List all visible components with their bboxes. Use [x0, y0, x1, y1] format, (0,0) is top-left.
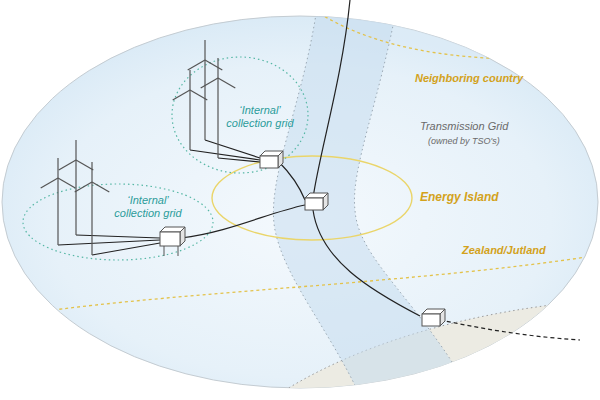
cable	[205, 140, 260, 158]
substation-box	[422, 309, 445, 326]
energy-island-outline	[212, 156, 412, 240]
cable	[218, 158, 260, 162]
label-holder: ‘Internal’ collection grid	[220, 104, 300, 129]
grid-label: ‘Internal’ collection grid	[220, 104, 300, 129]
border-line	[300, 0, 600, 59]
cable	[181, 205, 305, 238]
collection-grid-outline	[23, 184, 213, 260]
wind-turbine	[41, 158, 76, 245]
cable	[58, 240, 160, 245]
wind-turbine	[201, 58, 236, 158]
cable	[313, 0, 350, 198]
cable	[76, 235, 160, 238]
label-holder: (owned by TSO's)	[428, 136, 500, 146]
substation-box	[260, 151, 283, 168]
region-label: Energy Island	[420, 191, 499, 205]
label-holder: Neighboring country	[415, 72, 523, 85]
cable	[279, 162, 305, 200]
ownership-note: (owned by TSO's)	[428, 136, 500, 146]
wind-turbine	[173, 70, 208, 150]
grid-name: Transmission Grid	[420, 120, 508, 133]
substation-platform	[160, 227, 185, 256]
substations	[160, 151, 445, 326]
wind-turbine	[188, 40, 223, 140]
cable	[313, 210, 420, 316]
label-holder: Zealand/Jutland	[462, 244, 546, 257]
onshore-cable	[440, 320, 580, 340]
label-holder: Energy Island	[420, 191, 499, 205]
wind-turbines	[41, 40, 236, 255]
band-edge	[273, 0, 362, 400]
label-holder: ‘Internal’ collection grid	[108, 194, 188, 219]
region-label: Zealand/Jutland	[462, 244, 546, 257]
cables	[58, 0, 580, 340]
wind-turbine	[75, 162, 110, 255]
substation-box	[305, 193, 328, 210]
wind-turbine	[59, 140, 94, 235]
cable	[92, 243, 160, 255]
collection-grid-outline	[172, 57, 308, 173]
label-holder: Transmission Grid	[420, 120, 508, 133]
region-label: Neighboring country	[415, 72, 523, 85]
border-line	[0, 255, 600, 318]
grid-label: ‘Internal’ collection grid	[108, 194, 188, 219]
